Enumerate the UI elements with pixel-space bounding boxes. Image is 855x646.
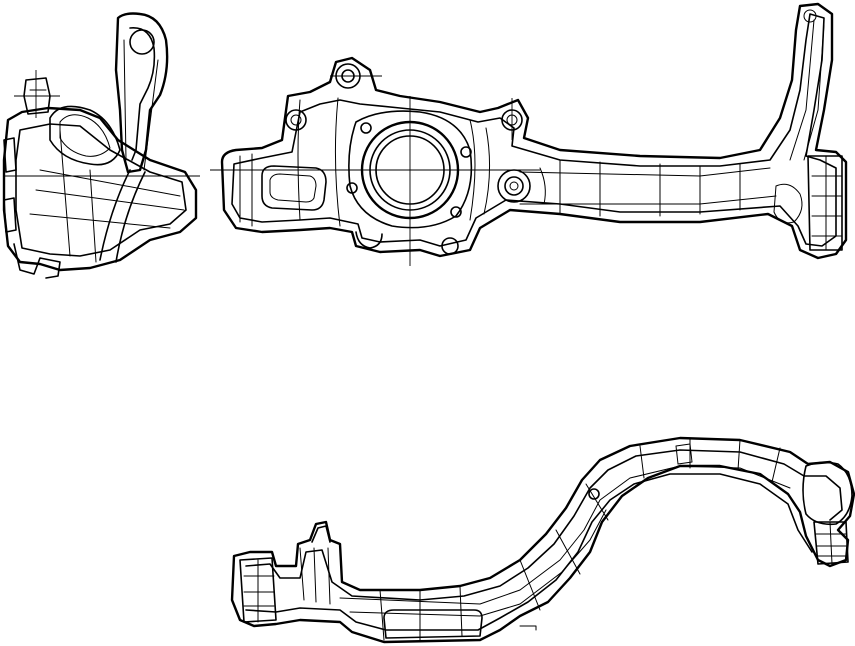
side-top-boss xyxy=(129,29,155,55)
side-web-line-2 xyxy=(143,59,159,171)
front-lower-boss-inner xyxy=(509,181,519,191)
side-rib-3 xyxy=(29,169,185,229)
side-rib-1 xyxy=(99,169,131,261)
side-left-bracket xyxy=(3,137,17,233)
side-rib-4 xyxy=(59,129,97,263)
front-arm-ribs-lower xyxy=(539,167,546,205)
front-arm-rib-2 xyxy=(519,195,777,205)
side-upper-arm-inner xyxy=(129,27,156,161)
front-left-slot xyxy=(261,165,327,211)
front-upright-rib-2 xyxy=(803,23,825,161)
side-upper-loop xyxy=(49,105,121,166)
front-end-block xyxy=(807,155,843,251)
front-upright-top-boss xyxy=(803,9,817,23)
front-left-boss-outer xyxy=(285,109,307,131)
front-hub-bolt-2 xyxy=(460,146,472,158)
side-upper-loop-inner xyxy=(59,114,111,157)
top-end-block xyxy=(802,461,853,526)
side-body-outline xyxy=(2,106,198,272)
front-bottom-boss xyxy=(441,237,459,255)
front-arm-cross xyxy=(559,159,741,217)
top-small-boss xyxy=(588,488,600,500)
front-arm-rib-1 xyxy=(519,167,771,177)
front-view xyxy=(210,2,848,266)
top-end-lower-lines xyxy=(815,521,847,565)
front-lower-boss-mid xyxy=(504,176,524,196)
side-lower-foot xyxy=(13,243,61,279)
top-spine-rib-2 xyxy=(349,509,607,617)
front-hub-bolt-4 xyxy=(346,182,358,194)
top-upright-tab xyxy=(311,525,331,543)
top-view xyxy=(230,436,855,644)
top-slot-tab xyxy=(675,443,693,465)
side-upper-arm xyxy=(114,12,169,174)
top-left-bracket xyxy=(239,557,277,623)
top-stub-tabs xyxy=(299,547,331,605)
top-outline xyxy=(230,436,855,644)
front-upright-rib-1 xyxy=(789,19,815,161)
front-body-rib-1 xyxy=(239,153,253,227)
side-web-line xyxy=(123,39,127,161)
front-hub-flange xyxy=(348,110,473,229)
front-outline xyxy=(220,2,848,260)
side-view xyxy=(2,12,200,279)
top-bottom-notch xyxy=(519,625,537,631)
front-body-rib-3 xyxy=(469,119,491,221)
side-rib-2 xyxy=(115,171,146,263)
front-hub-bolt-3 xyxy=(450,206,462,218)
top-left-bracket-lines xyxy=(243,559,275,623)
front-lower-boss-outer xyxy=(497,169,531,203)
front-end-bracket xyxy=(773,183,803,224)
top-end-lower-bracket xyxy=(813,521,849,565)
front-end-block-lines xyxy=(811,155,843,251)
top-cross-ribs xyxy=(379,437,781,641)
front-hub-bolt-1 xyxy=(360,122,372,134)
top-bottom-plate xyxy=(383,609,483,639)
front-bottom-tab-left xyxy=(355,231,383,249)
front-left-slot-inner xyxy=(269,173,317,203)
front-left-boss-inner xyxy=(290,114,302,126)
top-spine-rib-1 xyxy=(339,465,791,605)
front-body-rib-2 xyxy=(297,97,341,227)
